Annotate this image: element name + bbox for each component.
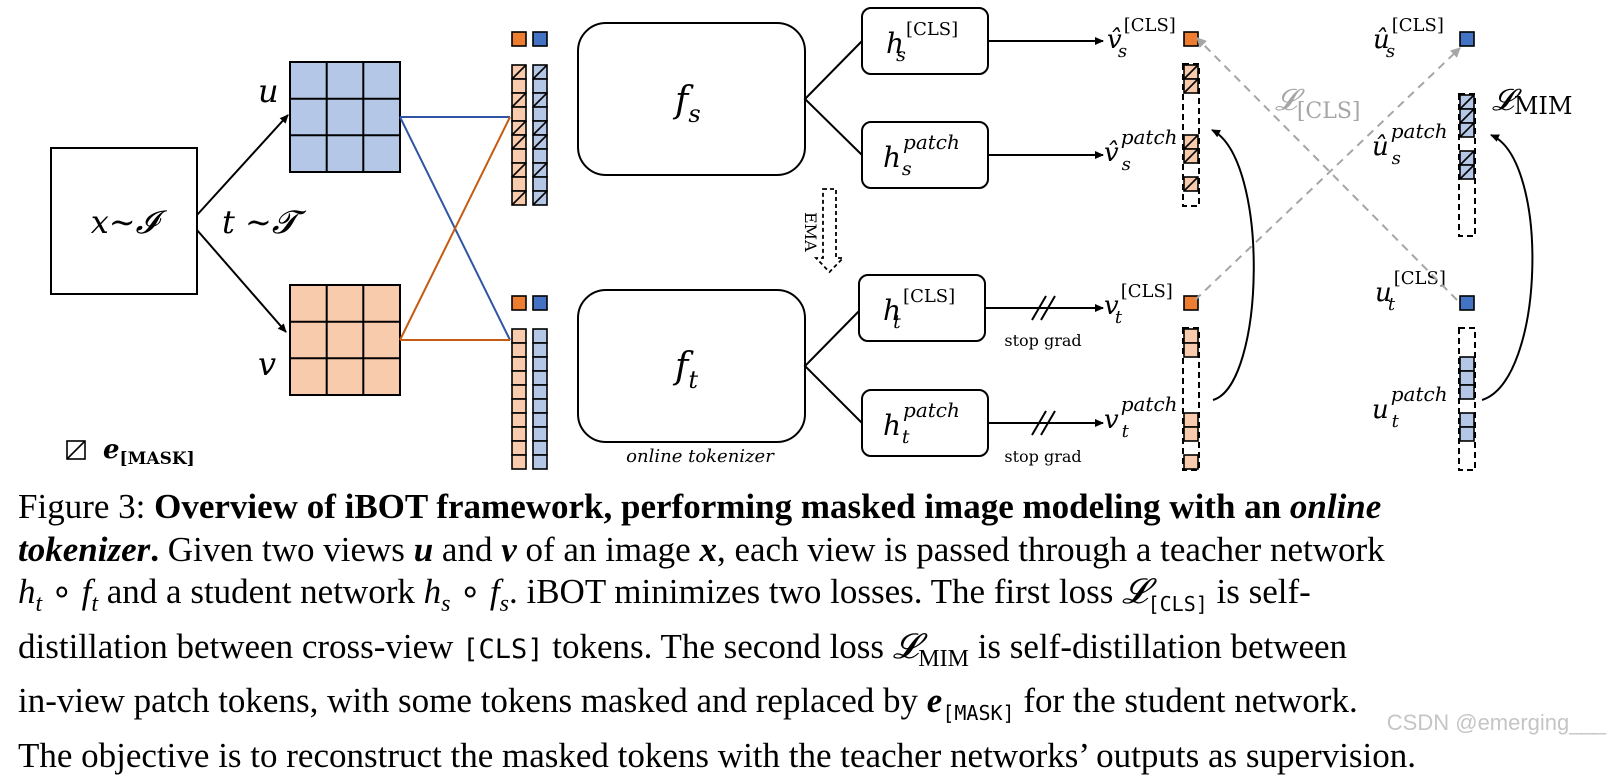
caption-title-italic: online — [1290, 487, 1381, 526]
view-u-label: u — [258, 72, 279, 110]
view-v-label: v — [258, 345, 276, 383]
student-tokens-v — [512, 32, 526, 205]
mim-loss-label: 𝓛MIM — [1492, 83, 1572, 120]
student-backbone-box — [578, 23, 805, 175]
cls-loss-label: 𝓛[CLS] — [1275, 83, 1361, 124]
output-us-cls: û[CLS]s — [1373, 15, 1444, 62]
caption-title: Overview of iBOT framework, performing m… — [154, 487, 1281, 526]
aug-arrow-v — [197, 230, 286, 332]
caption-line-6: The objective is to reconstruct the mask… — [18, 735, 1598, 777]
aug-arrow-u — [197, 115, 288, 215]
mim-curve-arrow-v — [1212, 130, 1254, 400]
caption-line-3: ht ∘ ft and a student network hs ∘ fs. i… — [18, 571, 1598, 626]
teacher-tokens-v — [512, 296, 526, 469]
teacher-branch-lines — [805, 308, 862, 423]
head-student-cls-box — [862, 8, 988, 74]
output-vs-cls: v̂[CLS]s — [1107, 15, 1176, 62]
teacher-token-columns — [512, 296, 547, 469]
student-token-columns — [512, 32, 547, 205]
head-teacher-cls-box — [859, 275, 985, 341]
mim-curve-arrow-u — [1482, 135, 1532, 400]
student-branch-lines — [805, 41, 862, 155]
teacher-tokens-u — [533, 296, 547, 469]
teacher-output-v-tokens — [1183, 296, 1199, 470]
online-tokenizer-label: online tokenizer — [626, 446, 775, 467]
mask-legend: e[MASK] — [67, 435, 195, 469]
caption-title-italic-2: tokenizer — [18, 530, 150, 569]
view-u-grid — [290, 62, 400, 172]
input-image-label: x∼𝓘 — [91, 203, 168, 241]
caption-line-1: Figure 3: Overview of iBOT framework, pe… — [18, 486, 1598, 529]
stop-grad-label-cls: stop grad — [1004, 331, 1081, 350]
caption-figure-number: Figure 3: — [18, 487, 145, 526]
view-v-grid — [290, 285, 400, 395]
figure-caption: Figure 3: Overview of iBOT framework, pe… — [18, 486, 1598, 777]
student-output-u-tokens — [1459, 32, 1475, 236]
caption-line-2: tokenizer. Given two views u and v of an… — [18, 529, 1598, 572]
augmentation-label: t ∼𝓣 — [222, 203, 307, 241]
caption-line-5: in-view patch tokens, with some tokens m… — [18, 680, 1598, 735]
ema-arrow: EMA — [801, 189, 843, 272]
caption-line-4: distillation between cross-view [CLS] to… — [18, 626, 1598, 681]
cls-loss-arrow-1 — [1195, 48, 1460, 300]
teacher-output-u-tokens — [1459, 296, 1475, 470]
stop-grad-marks — [1032, 296, 1055, 435]
student-tokens-u — [533, 32, 547, 205]
output-ut-cls: u[CLS]t — [1375, 268, 1446, 315]
ema-label: EMA — [801, 212, 820, 252]
stop-grad-label-patch: stop grad — [1004, 447, 1081, 466]
ibot-framework-diagram: x∼𝓘 t ∼𝓣 u v e[MASK] fs ft online tokeni… — [0, 0, 1616, 490]
watermark: CSDN @emerging___ — [1387, 710, 1606, 736]
student-output-v-tokens — [1183, 32, 1199, 206]
mask-legend-label: e[MASK] — [103, 435, 195, 469]
output-vt-cls: v[CLS]t — [1104, 281, 1173, 328]
